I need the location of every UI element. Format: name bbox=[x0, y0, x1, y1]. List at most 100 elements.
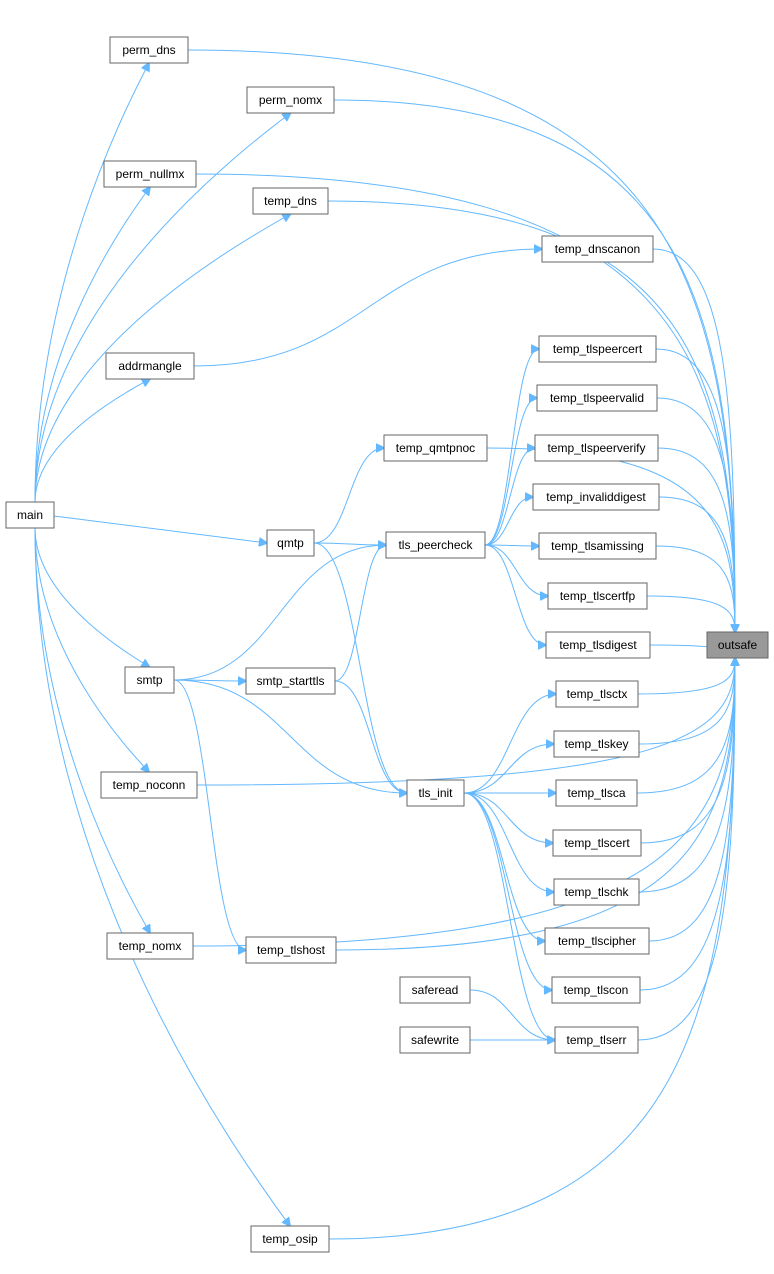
node-label-temp_tlserr: temp_tlserr bbox=[566, 1033, 626, 1047]
node-temp_tlskey[interactable]: temp_tlskey bbox=[553, 730, 640, 758]
node-box-temp_tlsdigest[interactable] bbox=[545, 631, 651, 659]
node-temp_dns[interactable]: temp_dns bbox=[252, 187, 329, 215]
node-label-temp_tlspeercert: temp_tlspeercert bbox=[553, 342, 643, 356]
node-box-temp_invaliddigest[interactable] bbox=[532, 483, 660, 511]
node-temp_osip[interactable]: temp_osip bbox=[250, 1225, 330, 1253]
node-box-temp_qmtpnoc[interactable] bbox=[383, 434, 488, 462]
edge-tls_peercheck-to-temp_tlscertfp bbox=[484, 544, 548, 596]
node-box-qmtp[interactable] bbox=[266, 529, 315, 557]
node-box-outsafe[interactable] bbox=[706, 631, 769, 659]
node-perm_nomx[interactable]: perm_nomx bbox=[246, 86, 335, 114]
node-temp_tlspeercert[interactable]: temp_tlspeercert bbox=[538, 335, 657, 363]
node-box-temp_noconn[interactable] bbox=[100, 771, 198, 799]
node-smtp[interactable]: smtp bbox=[124, 666, 175, 694]
node-qmtp[interactable]: qmtp bbox=[266, 529, 315, 557]
node-temp_tlscertfp[interactable]: temp_tlscertfp bbox=[547, 582, 648, 610]
node-label-temp_invaliddigest: temp_invaliddigest bbox=[546, 490, 646, 504]
node-label-main: main bbox=[17, 508, 43, 522]
node-temp_tlscon[interactable]: temp_tlscon bbox=[551, 976, 641, 1004]
node-temp_nomx[interactable]: temp_nomx bbox=[106, 932, 194, 960]
node-box-saferead[interactable] bbox=[399, 976, 471, 1004]
node-label-temp_noconn: temp_noconn bbox=[113, 778, 186, 792]
node-temp_invaliddigest[interactable]: temp_invaliddigest bbox=[532, 483, 660, 511]
node-safewrite[interactable]: safewrite bbox=[399, 1026, 471, 1054]
node-box-temp_tlsamissing[interactable] bbox=[538, 532, 657, 560]
edge-tls_peercheck-to-temp_invaliddigest bbox=[484, 497, 533, 546]
node-box-temp_tlscert[interactable] bbox=[552, 829, 642, 857]
node-temp_tlsamissing[interactable]: temp_tlsamissing bbox=[538, 532, 657, 560]
edge-main-to-addrmangle bbox=[34, 379, 150, 503]
node-box-temp_tlspeercert[interactable] bbox=[538, 335, 657, 363]
node-label-smtp_starttls: smtp_starttls bbox=[256, 674, 324, 688]
node-box-temp_tlscertfp[interactable] bbox=[547, 582, 648, 610]
node-temp_tlscipher[interactable]: temp_tlscipher bbox=[544, 927, 650, 955]
node-temp_tlsdigest[interactable]: temp_tlsdigest bbox=[545, 631, 651, 659]
node-temp_noconn[interactable]: temp_noconn bbox=[100, 771, 198, 799]
edge-main-to-temp_noconn bbox=[34, 527, 149, 772]
node-label-temp_nomx: temp_nomx bbox=[119, 939, 182, 953]
node-box-smtp_starttls[interactable] bbox=[245, 667, 336, 695]
node-label-temp_tlspeerverify: temp_tlspeerverify bbox=[547, 441, 645, 455]
node-label-temp_dnscanon: temp_dnscanon bbox=[555, 242, 640, 256]
node-box-temp_tlshost[interactable] bbox=[245, 936, 337, 964]
node-box-smtp[interactable] bbox=[124, 666, 175, 694]
edge-qmtp-to-temp_qmtpnoc bbox=[313, 448, 384, 544]
edge-main-to-perm_dns bbox=[34, 63, 149, 503]
node-label-temp_dns: temp_dns bbox=[264, 194, 317, 208]
node-temp_tlspeervalid[interactable]: temp_tlspeervalid bbox=[536, 384, 658, 412]
node-smtp_starttls[interactable]: smtp_starttls bbox=[245, 667, 336, 695]
node-label-perm_nullmx: perm_nullmx bbox=[116, 167, 185, 181]
node-box-perm_nomx[interactable] bbox=[246, 86, 335, 114]
node-temp_tlsca[interactable]: temp_tlsca bbox=[555, 779, 638, 807]
edge-tls_peercheck-to-temp_tlsamissing bbox=[484, 545, 539, 546]
node-temp_tlshost[interactable]: temp_tlshost bbox=[245, 936, 337, 964]
node-box-temp_tlspeervalid[interactable] bbox=[536, 384, 658, 412]
node-box-tls_init[interactable] bbox=[406, 779, 465, 807]
node-temp_tlserr[interactable]: temp_tlserr bbox=[554, 1026, 639, 1054]
node-temp_tlscert[interactable]: temp_tlscert bbox=[552, 829, 642, 857]
node-main[interactable]: main bbox=[5, 501, 55, 529]
node-temp_tlsctx[interactable]: temp_tlsctx bbox=[555, 680, 639, 708]
node-label-temp_tlsca: temp_tlsca bbox=[567, 786, 625, 800]
node-tls_init[interactable]: tls_init bbox=[406, 779, 465, 807]
edge-temp_invaliddigest-to-outsafe bbox=[658, 496, 735, 632]
node-box-temp_tlserr[interactable] bbox=[554, 1026, 639, 1054]
edge-temp_tlspeerverify-to-outsafe bbox=[657, 447, 735, 632]
node-tls_peercheck[interactable]: tls_peercheck bbox=[385, 531, 486, 559]
node-temp_tlschk[interactable]: temp_tlschk bbox=[553, 878, 640, 906]
edge-addrmangle-to-temp_dnscanon bbox=[193, 249, 542, 367]
node-box-temp_tlsctx[interactable] bbox=[555, 680, 639, 708]
edge-main-to-temp_nomx bbox=[34, 527, 150, 933]
node-box-temp_tlscipher[interactable] bbox=[544, 927, 650, 955]
node-addrmangle[interactable]: addrmangle bbox=[105, 352, 195, 380]
node-perm_dns[interactable]: perm_dns bbox=[109, 36, 189, 64]
node-temp_qmtpnoc[interactable]: temp_qmtpnoc bbox=[383, 434, 488, 462]
node-box-temp_dns[interactable] bbox=[252, 187, 329, 215]
node-perm_nullmx[interactable]: perm_nullmx bbox=[103, 160, 197, 188]
edge-tls_peercheck-to-temp_tlspeerverify bbox=[484, 448, 535, 546]
node-box-temp_tlschk[interactable] bbox=[553, 878, 640, 906]
node-box-temp_tlskey[interactable] bbox=[553, 730, 640, 758]
node-box-tls_peercheck[interactable] bbox=[385, 531, 486, 559]
edge-main-to-perm_nomx bbox=[34, 113, 291, 503]
node-box-addrmangle[interactable] bbox=[105, 352, 195, 380]
node-temp_dnscanon[interactable]: temp_dnscanon bbox=[541, 235, 654, 263]
node-box-safewrite[interactable] bbox=[399, 1026, 471, 1054]
node-outsafe[interactable]: outsafe bbox=[706, 631, 769, 659]
node-label-temp_tlscertfp: temp_tlscertfp bbox=[560, 589, 636, 603]
node-box-perm_nullmx[interactable] bbox=[103, 160, 197, 188]
node-box-temp_osip[interactable] bbox=[250, 1225, 330, 1253]
node-box-main[interactable] bbox=[5, 501, 55, 529]
node-box-temp_nomx[interactable] bbox=[106, 932, 194, 960]
node-box-temp_dnscanon[interactable] bbox=[541, 235, 654, 263]
node-box-temp_tlscon[interactable] bbox=[551, 976, 641, 1004]
edge-saferead-to-temp_tlserr bbox=[469, 989, 555, 1040]
node-saferead[interactable]: saferead bbox=[399, 976, 471, 1004]
edge-perm_nullmx-to-outsafe bbox=[195, 173, 735, 632]
node-label-qmtp: qmtp bbox=[277, 536, 304, 550]
node-box-perm_dns[interactable] bbox=[109, 36, 189, 64]
node-temp_tlspeerverify[interactable]: temp_tlspeerverify bbox=[534, 434, 659, 462]
node-box-temp_tlsca[interactable] bbox=[555, 779, 638, 807]
edge-temp_tlspeercert-to-outsafe bbox=[655, 348, 735, 632]
node-box-temp_tlspeerverify[interactable] bbox=[534, 434, 659, 462]
